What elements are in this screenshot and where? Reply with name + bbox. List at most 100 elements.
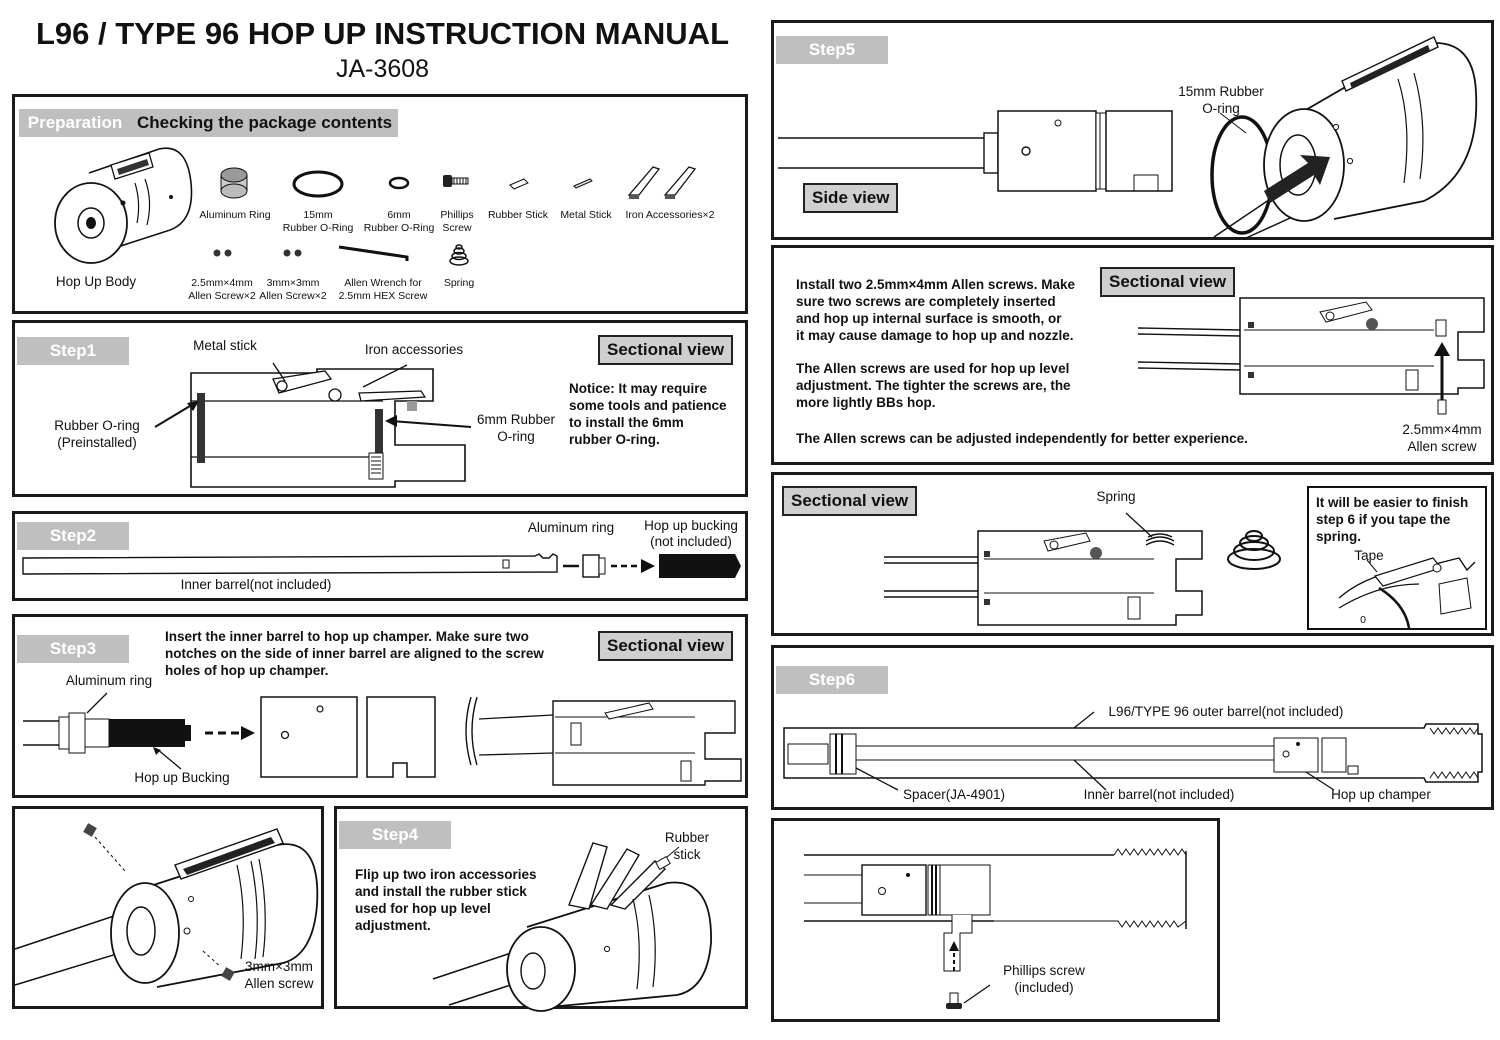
step5-oring-label-1: 15mm Rubber: [1178, 84, 1264, 99]
rubber-stick-icon: [509, 178, 529, 190]
step1-sectional-view-label: Sectional view: [598, 335, 734, 365]
step4-text-2: and install the rubber stick: [355, 884, 527, 899]
o-ring-6mm-icon: [388, 176, 410, 190]
step4-text-4: adjustment.: [355, 918, 431, 933]
allen-screw-install-drawing: [14, 823, 319, 988]
step4-panel: Step4 Flip up two iron accessories and i…: [334, 806, 748, 1012]
step2-bucking-label-2: (not included): [650, 534, 732, 549]
package-contents-heading: Checking the package contents: [131, 109, 399, 137]
step1-oring-label-2: (Preinstalled): [57, 435, 137, 450]
phillips-screw-label-1: Phillips screw: [1003, 963, 1085, 978]
allen-screw-3-label-2: Allen Screw×2: [259, 290, 327, 302]
phillips-screw-label-1: Phillips: [440, 209, 474, 221]
o-ring-15mm-icon: [292, 170, 344, 198]
preparation-tag: Preparation: [19, 109, 131, 137]
taped-spring-drawing: [1338, 557, 1476, 628]
step-screw-label-1: 3mm×3mm: [245, 959, 313, 974]
tape-label: Tape: [1354, 548, 1384, 563]
manual-title: L96 / TYPE 96 HOP UP INSTRUCTION MANUAL: [35, 16, 730, 51]
step6-drawing: [783, 711, 1483, 791]
allen-sectional-drawing: [1137, 297, 1485, 415]
step1-metal-stick-label: Metal stick: [193, 338, 257, 353]
allen-p2-1: The Allen screws are used for hop up lev…: [796, 361, 1070, 376]
step-screw-label-2: Allen screw: [244, 976, 314, 991]
allen-screw-label-2: Allen screw: [1407, 439, 1477, 454]
step4-text-1: Flip up two iron accessories: [355, 867, 537, 882]
step4-rubber-stick-label-2: stick: [673, 847, 701, 862]
step3-drawing: [23, 692, 742, 786]
step6-inner-barrel-label: Inner barrel(not included): [1083, 787, 1235, 802]
allen-sectional-view-label: Sectional view: [1100, 267, 1236, 297]
allen-wrench-label-2: 2.5mm HEX Screw: [338, 290, 428, 302]
allen-p2-2: adjustment. The tighter the screws are, …: [796, 378, 1071, 393]
step3-text-2: notches on the side of inner barrel are …: [165, 646, 544, 661]
spring-icon: [449, 244, 469, 266]
allen-screw-3-icon: [283, 249, 302, 257]
iron-accessories-label: Iron Accessories×2: [625, 209, 715, 221]
step5-oring-label-2: O-ring: [1202, 101, 1240, 116]
model-number: JA-3608: [335, 55, 430, 83]
o-ring-15mm-label-1: 15mm: [303, 209, 333, 221]
step1-arrows: [154, 362, 472, 428]
step3-aluminum-ring-label: Aluminum ring: [65, 673, 153, 688]
step5-panel: Step5 Side view 15mm Rubber O-ring: [771, 20, 1494, 240]
spring-label-top: Spring: [1096, 489, 1136, 504]
step6-outer-barrel-label: L96/TYPE 96 outer barrel(not included): [1108, 704, 1344, 719]
step1-notice-3: to install the 6mm: [569, 415, 684, 430]
step2-bucking-label-1: Hop up bucking: [644, 518, 738, 533]
side-view-label: Side view: [803, 183, 899, 213]
step4-tag: Step4: [339, 821, 451, 849]
step1-notice-4: rubber O-ring.: [569, 432, 660, 447]
step2-aluminum-ring-label: Aluminum ring: [527, 520, 615, 535]
spring-sectional-drawing: [884, 512, 1281, 626]
allen-p2-3: more lightly BBs hop.: [796, 395, 936, 410]
step1-notice-1: Notice: It may require: [569, 381, 708, 396]
allen-wrench-icon: [338, 245, 409, 261]
hop-up-body-illustration: [54, 147, 193, 264]
preparation-panel: Preparation Checking the package content…: [12, 94, 748, 314]
step3-bucking-label: Hop up Bucking: [134, 770, 230, 785]
step1-iron-label: Iron accessories: [364, 342, 464, 357]
step6-spacer-label: Spacer(JA-4901): [902, 787, 1006, 802]
spring-tip-1: It will be easier to finish: [1316, 495, 1469, 510]
spring-label: Spring: [443, 277, 475, 289]
allen-screw-25-label-1: 2.5mm×4mm: [191, 277, 253, 289]
o-ring-15mm-label-2: Rubber O-Ring: [282, 222, 354, 234]
allen-screw-label-1: 2.5mm×4mm: [1402, 422, 1482, 437]
step2-inner-barrel-label: Inner barrel(not included): [180, 577, 332, 592]
allen-p1-3: and hop up internal surface is smooth, o…: [796, 311, 1062, 326]
step1-oring-label-1: Rubber O-ring: [54, 418, 140, 433]
step4-drawing: [432, 842, 712, 1012]
o-ring-6mm-label-2: Rubber O-Ring: [363, 222, 435, 234]
metal-stick-icon: [573, 178, 593, 189]
allen-screw-panel: 3mm×3mm Allen screw: [12, 806, 324, 1009]
phillips-screw-panel: Phillips screw (included): [771, 818, 1220, 1022]
rubber-stick-label: Rubber Stick: [487, 209, 549, 221]
step3-tag: Step3: [17, 635, 129, 663]
phillips-screw-label-2: Screw: [442, 222, 472, 234]
allen-p1-2: sure two screws are completely inserted: [796, 294, 1056, 309]
aluminum-ring-label: Aluminum Ring: [199, 209, 271, 221]
allen-screws-panel: Sectional view Install two 2.5mm×4mm All…: [771, 245, 1494, 465]
phillips-screw-label-2: (included): [1014, 980, 1074, 995]
metal-stick-label: Metal Stick: [560, 209, 612, 221]
spring-sectional-view-label: Sectional view: [782, 486, 918, 516]
allen-screw-3-label-1: 3mm×3mm: [266, 277, 320, 289]
step3-sectional-view-label: Sectional view: [598, 631, 734, 661]
spring-tip-box: It will be easier to finish step 6 if yo…: [1307, 486, 1487, 630]
tape-zero-label: 0: [1360, 614, 1366, 626]
step6-tag: Step6: [776, 666, 888, 694]
aluminum-ring-icon: [220, 167, 248, 199]
step1-sectional-drawing: [190, 368, 466, 488]
step1-notice-2: some tools and patience: [569, 398, 727, 413]
step3-text-3: holes of hop up champer.: [165, 663, 329, 678]
step1-panel: Step1 Sectional view Metal stick Iron ac…: [12, 320, 748, 497]
step1-6mm-label-1: 6mm Rubber: [476, 412, 556, 427]
step2-drawing: [22, 553, 741, 578]
step6-panel: Step6 L96/TYPE 96 outer barrel(not inclu…: [771, 645, 1494, 810]
spring-tip-3: spring.: [1316, 529, 1362, 544]
step5-drawing: [778, 36, 1478, 240]
step3-text-1: Insert the inner barrel to hop up champe…: [165, 629, 529, 644]
allen-wrench-label-1: Allen Wrench for: [344, 277, 422, 289]
allen-screw-25-label-2: Allen Screw×2: [188, 290, 256, 302]
